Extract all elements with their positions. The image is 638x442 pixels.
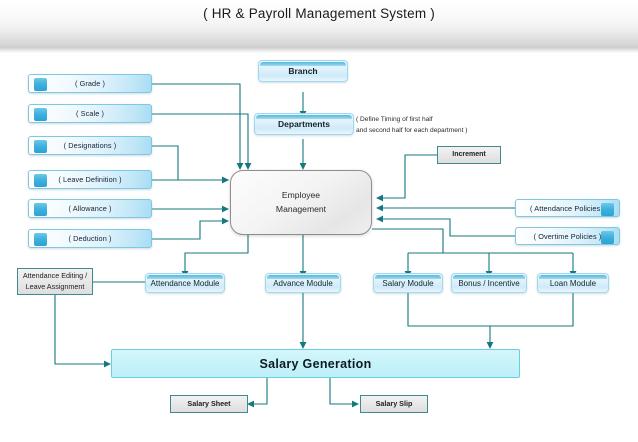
node-scale[interactable]: ( Scale ) [28, 104, 152, 123]
node-overtime-policies[interactable]: ( Overtime Policies ) [515, 227, 620, 245]
department-timing-note: ( Define Timing of first half and second… [356, 116, 468, 134]
node-label: Salary Generation [259, 356, 372, 371]
node-salary-slip[interactable]: Salary Slip [360, 395, 428, 413]
node-label: ( Grade ) [74, 79, 106, 88]
node-label: Salary Module [382, 278, 434, 288]
node-attendance-editing[interactable]: Attendance Editing / Leave Assignment [17, 268, 93, 295]
node-label: Attendance Editing / Leave Assignment [22, 271, 88, 291]
node-accent-square [34, 233, 47, 246]
node-attendance-module[interactable]: Attendance Module [145, 273, 225, 293]
page-title: ( HR & Payroll Management System ) [203, 6, 435, 21]
node-label: Increment [452, 150, 486, 158]
node-label: Branch [288, 66, 318, 76]
node-label: ( Allowance ) [68, 204, 112, 213]
node-salary-generation[interactable]: Salary Generation [111, 349, 520, 378]
node-deduction[interactable]: ( Deduction ) [28, 229, 152, 248]
node-accent-square [601, 203, 614, 216]
node-leave-definition[interactable]: ( Leave Definition ) [28, 170, 152, 189]
node-label: Attendance Module [150, 278, 220, 288]
node-label: Bonus / Incentive [458, 278, 520, 288]
node-label: Advance Module [273, 278, 333, 288]
node-label: ( Overtime Policies ) [533, 231, 602, 241]
node-loan-module[interactable]: Loan Module [537, 273, 609, 293]
node-branch[interactable]: Branch [258, 60, 348, 82]
node-salary-sheet[interactable]: Salary Sheet [170, 395, 248, 413]
node-designations[interactable]: ( Designations ) [28, 136, 152, 155]
node-label: Employee Management [275, 190, 327, 214]
node-accent-square [34, 140, 47, 153]
node-accent-square [34, 203, 47, 216]
header-shadow [0, 47, 638, 53]
node-label: Salary Slip [375, 398, 413, 408]
node-label: Loan Module [549, 278, 597, 288]
header-band [0, 0, 638, 47]
node-label: ( Scale ) [75, 109, 105, 118]
node-label: ( Attendance Policies ) [530, 203, 605, 213]
node-label: ( Designations ) [63, 141, 117, 150]
node-employee-management[interactable]: Employee Management [230, 170, 372, 235]
node-label: ( Deduction ) [68, 234, 112, 243]
node-departments[interactable]: Departments [254, 113, 354, 135]
node-label: Salary Sheet [187, 398, 231, 408]
node-grade[interactable]: ( Grade ) [28, 74, 152, 93]
node-accent-square [34, 108, 47, 121]
node-allowance[interactable]: ( Allowance ) [28, 199, 152, 218]
node-bonus-incentive[interactable]: Bonus / Incentive [451, 273, 527, 293]
node-accent-square [34, 174, 47, 187]
node-label: Departments [278, 119, 330, 129]
node-increment[interactable]: Increment [437, 146, 501, 164]
node-accent-square [34, 78, 47, 91]
node-accent-square [601, 231, 614, 244]
node-advance-module[interactable]: Advance Module [265, 273, 341, 293]
node-label: ( Leave Definition ) [58, 175, 122, 184]
node-salary-module[interactable]: Salary Module [373, 273, 443, 293]
node-attendance-policies[interactable]: ( Attendance Policies ) [515, 199, 620, 217]
